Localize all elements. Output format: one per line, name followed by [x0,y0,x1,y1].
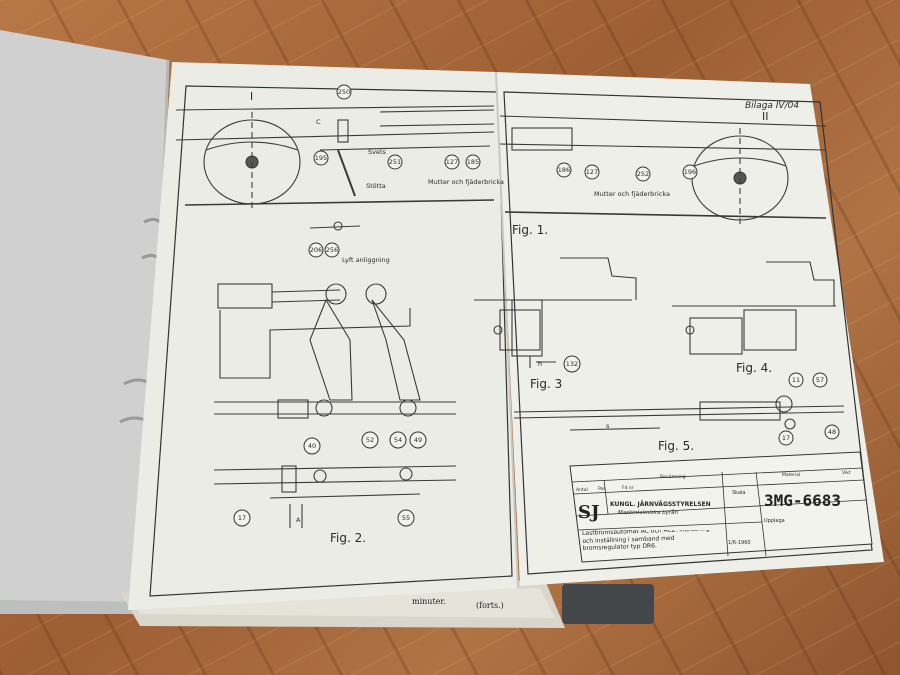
callout-252: 252 [637,170,649,178]
callout-49: 49 [414,436,422,444]
callout-11: 11 [792,376,800,384]
note-mutter-1: Mutter och fjäderbricka [428,178,504,186]
callout-48: 48 [828,428,836,436]
title-block-text: Antal Pos Fd nr Benämning Material Vikt … [576,470,851,546]
book-edge-text: minuter. (forts.) [412,597,504,610]
caption-fig2: Fig. 2. [330,531,366,545]
drawing-sheet-left [128,62,518,610]
header-benamning: Benämning [660,474,686,480]
org-name: KUNGL. JÄRNVÄGSSTYRELSEN [610,501,711,508]
skala-label: Skala [732,490,746,496]
header-antal: Antal [576,487,588,493]
fig1-beam [175,105,495,231]
dimension-c: C [316,118,321,126]
fig3-assembly [474,257,637,368]
header-material: Material [782,472,800,478]
section-label-left: I [250,90,253,103]
callout-250: 250 [338,88,350,96]
callout-17: 17 [238,514,246,522]
callout-127b: 127 [586,168,598,176]
fig4-assembly [672,261,836,355]
header-vikt: Vikt [842,470,851,476]
org-department: Maskintekniska byrån [618,509,678,516]
section-label-right: II [762,110,769,123]
callout-40: 40 [308,442,316,450]
header-fd-nr: Fd nr [622,485,634,491]
fig5-linkage [513,395,845,431]
callout-57: 57 [816,376,824,384]
callout-55: 55 [402,514,410,522]
callout-195: 195 [315,154,327,162]
callout-186: 186 [558,166,570,174]
sj-logo: SJ [578,502,600,523]
callout-52: 52 [366,436,374,444]
figure-captions: Fig. 1. Fig. 2. Fig. 3 Fig. 4. Fig. 5. [330,223,772,545]
forts-text: (forts.) [476,601,504,610]
note-stotta: Stötta [366,182,386,190]
description-box: Lastbromsautomat AC och AC2. Montering o… [582,530,710,552]
caption-fig3: Fig. 3 [530,377,562,391]
title-block [569,451,873,563]
drawing-number: 3MG-6683 [764,491,841,510]
callout-251: 251 [389,158,401,166]
callout-numbers: 250 195 251 127 185 186 127 252 196 206 … [238,88,836,522]
caption-fig5: Fig. 5. [658,439,694,453]
sheet-reference: Bilaga IV/04 [745,101,799,111]
drawing-notes: I II Bilaga IV/04 Svets Stötta Mutter oc… [250,90,799,524]
callout-185: 185 [467,158,479,166]
dimension-h: h [538,360,542,368]
upplaga-label: Upplaga [764,518,785,524]
note-mutter-2: Mutter och fjäderbricka [594,190,670,198]
callout-206: 206 [310,246,322,254]
drawing-description: Lastbromsautomat AC och AC2. Montering o… [582,530,710,552]
fig2-mechanism [213,283,457,528]
dimension-s: s [606,422,610,430]
callout-127: 127 [446,158,458,166]
header-pos: Pos [598,486,606,492]
callout-circles [233,84,840,527]
dimension-a: A [296,516,301,524]
caption-fig1: Fig. 1. [512,223,548,237]
caption-fig4: Fig. 4. [736,361,772,375]
behind-text: minuter. [412,597,446,606]
callout-54: 54 [394,436,402,444]
callout-132: 132 [566,360,578,368]
note-svets: Svets [368,148,387,156]
note-lyft: Lyft anliggning [342,256,390,264]
callout-256: 256 [326,246,338,254]
drawing-date: 1/6-1960 [728,540,751,546]
callout-196: 196 [684,168,696,176]
callout-17b: 17 [782,434,790,442]
